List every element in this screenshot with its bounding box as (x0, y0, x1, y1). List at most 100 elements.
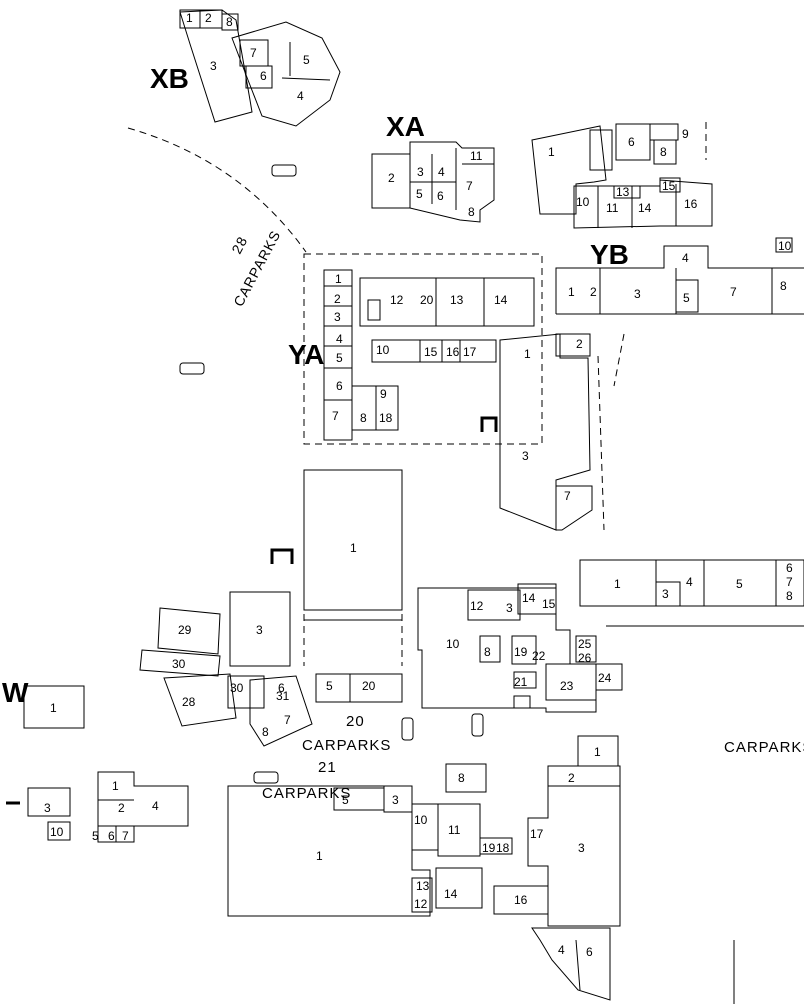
building-label: 14 (444, 887, 458, 901)
building-label: 17 (530, 827, 544, 841)
building-label: 9 (380, 387, 387, 401)
building-south-3[interactable] (383, 785, 413, 813)
building-label: 20 (362, 679, 376, 693)
building-xb-6[interactable] (245, 65, 273, 89)
building-xb-3[interactable] (179, 9, 253, 123)
building-label: 3 (210, 59, 217, 73)
building-label: 5 (303, 53, 310, 67)
building-central-24[interactable] (595, 663, 623, 691)
building-label: 13 (450, 293, 464, 307)
building-label: 5 (736, 577, 743, 591)
building-label: 10 (778, 239, 792, 253)
building-south-1[interactable] (227, 785, 431, 917)
building-label: 18 (379, 411, 393, 425)
building-south-19-17[interactable] (479, 837, 513, 855)
car-icon (179, 164, 484, 784)
building-label: 8 (262, 725, 269, 739)
building-label: 1 (316, 849, 323, 863)
building-south-2[interactable] (547, 765, 621, 787)
building-label: 8 (226, 15, 233, 29)
building-label: 13 (616, 185, 630, 199)
building-label: 1 (524, 347, 531, 361)
building-xa-1[interactable] (531, 125, 607, 215)
building-label: 6 (437, 189, 444, 203)
zone-label-xb: XB (150, 63, 189, 94)
building-xa-8[interactable] (653, 139, 677, 165)
building-xa-13[interactable] (613, 185, 641, 199)
building-south-1b[interactable] (577, 735, 619, 767)
building-label: 16 (684, 197, 698, 211)
building-xb-4-5[interactable] (231, 21, 341, 127)
building-south-14[interactable] (435, 867, 483, 909)
building-xb-8[interactable] (221, 13, 239, 31)
building-south-13-12[interactable] (411, 877, 433, 913)
building-xa-15[interactable] (659, 177, 681, 193)
building-label: 29 (178, 623, 192, 637)
building-south-5-6[interactable] (531, 927, 611, 1001)
building-30[interactable] (227, 675, 265, 709)
building-yb-5[interactable] (675, 279, 699, 313)
building-27[interactable] (157, 607, 221, 655)
building-w-1[interactable] (23, 685, 85, 729)
building-ya-10-17[interactable] (371, 339, 497, 363)
building-label: 14 (522, 591, 536, 605)
building-south-3b[interactable] (527, 785, 621, 927)
building-central-2[interactable] (555, 333, 591, 357)
building-label: 8 (786, 589, 793, 603)
building-label: 6 (786, 561, 793, 575)
building-label: 1 (594, 745, 601, 759)
building-label: 3 (392, 793, 399, 807)
building-label: 1 (350, 541, 357, 555)
building-central-3b[interactable] (229, 591, 291, 667)
carpark-boundary (127, 127, 307, 253)
building-label: 15 (662, 179, 676, 193)
building-5-20[interactable] (315, 673, 403, 703)
building-label: 18 (496, 841, 510, 855)
building-central-10[interactable] (417, 587, 597, 713)
building-label: 19 (482, 841, 496, 855)
building-31[interactable] (249, 675, 313, 747)
building-label: 11 (448, 823, 461, 837)
building-label: 10 (50, 825, 64, 839)
building-central-7[interactable] (555, 485, 593, 531)
building-label: 10 (376, 343, 390, 357)
building-label: 10 (446, 637, 460, 651)
building-ya-8-18[interactable] (351, 385, 399, 431)
building-label: 1 (50, 701, 57, 715)
building-label: 3 (578, 841, 585, 855)
building-label: 28 (182, 695, 196, 709)
building-28[interactable] (139, 649, 221, 677)
building-label: 30 (172, 657, 186, 671)
building-ya-12-14[interactable] (359, 277, 535, 327)
building-central-1[interactable] (303, 469, 403, 611)
building-south-11[interactable] (437, 803, 481, 857)
building-yb-10[interactable] (775, 237, 793, 253)
building-label: 3 (662, 587, 669, 601)
building-label: 14 (638, 201, 652, 215)
building-label: 4 (558, 943, 565, 957)
building-south-10[interactable] (411, 803, 439, 851)
building-label: 23 (560, 679, 574, 693)
building-label: 19 (514, 645, 528, 659)
cluster-ya: 1 2 3 4 5 6 7 8 9 10 12 13 14 15 16 17 1… (288, 253, 543, 445)
cluster-w: W 1 3 10 1 2 4 5 6 7 (2, 677, 189, 843)
cluster-xa: 2 3 4 5 6 7 8 11 XA 1 6 8 9 10 11 13 14 … (371, 111, 713, 229)
building-label: 4 (297, 89, 304, 103)
building-29[interactable] (163, 673, 237, 727)
building-xa-10[interactable] (649, 123, 679, 141)
building-ya-west[interactable] (323, 269, 353, 441)
building-w-3[interactable] (27, 787, 71, 817)
building-label: 30 (230, 681, 244, 695)
building-central-3[interactable] (499, 333, 591, 531)
building-label: 11 (606, 201, 619, 215)
carpark-28: 28 CARPARKS (127, 127, 307, 309)
building-east-corridor[interactable] (579, 559, 804, 607)
building-w-4[interactable] (97, 771, 189, 843)
building-xa-2[interactable] (589, 129, 613, 171)
building-w-10[interactable] (47, 821, 71, 841)
building-xa-6[interactable] (615, 123, 651, 161)
building-south-8[interactable] (445, 763, 487, 793)
carpark-number: 21 (318, 759, 337, 776)
building-label: 16 (446, 345, 460, 359)
